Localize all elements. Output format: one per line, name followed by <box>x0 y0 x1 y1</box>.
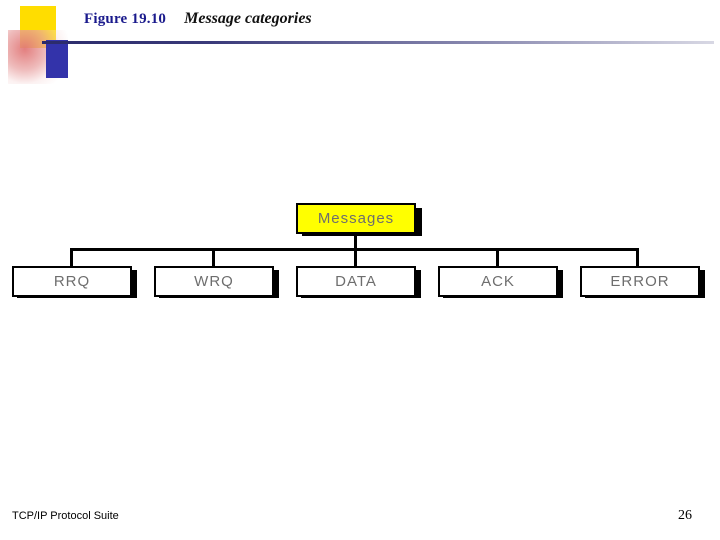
connector-drop-rrq <box>70 248 73 268</box>
header-decoration-blue-square <box>46 40 68 78</box>
node-error-label: ERROR <box>610 273 670 290</box>
figure-title: Message categories <box>184 10 312 27</box>
header-rule <box>42 41 714 44</box>
node-wrq-label: WRQ <box>194 273 234 290</box>
node-ack-label: ACK <box>481 273 515 290</box>
connector-drop-data <box>354 248 357 268</box>
node-messages[interactable]: Messages <box>296 203 416 234</box>
node-data-label: DATA <box>335 273 377 290</box>
connector-drop-error <box>636 248 639 268</box>
node-wrq[interactable]: WRQ <box>154 266 274 297</box>
node-rrq-label: RRQ <box>53 273 91 290</box>
node-ack[interactable]: ACK <box>438 266 558 297</box>
connector-root-stem <box>354 234 357 250</box>
figure-title-bar: Figure 19.10 Message categories <box>84 10 312 28</box>
node-messages-label: Messages <box>317 210 395 227</box>
connector-drop-wrq <box>212 248 215 268</box>
footer-course-title: TCP/IP Protocol Suite <box>12 510 119 522</box>
node-data[interactable]: DATA <box>296 266 416 297</box>
node-error[interactable]: ERROR <box>580 266 700 297</box>
footer-page-number: 26 <box>678 508 692 523</box>
connector-drop-ack <box>496 248 499 268</box>
figure-label: Figure 19.10 <box>84 11 167 27</box>
node-rrq[interactable]: RRQ <box>12 266 132 297</box>
